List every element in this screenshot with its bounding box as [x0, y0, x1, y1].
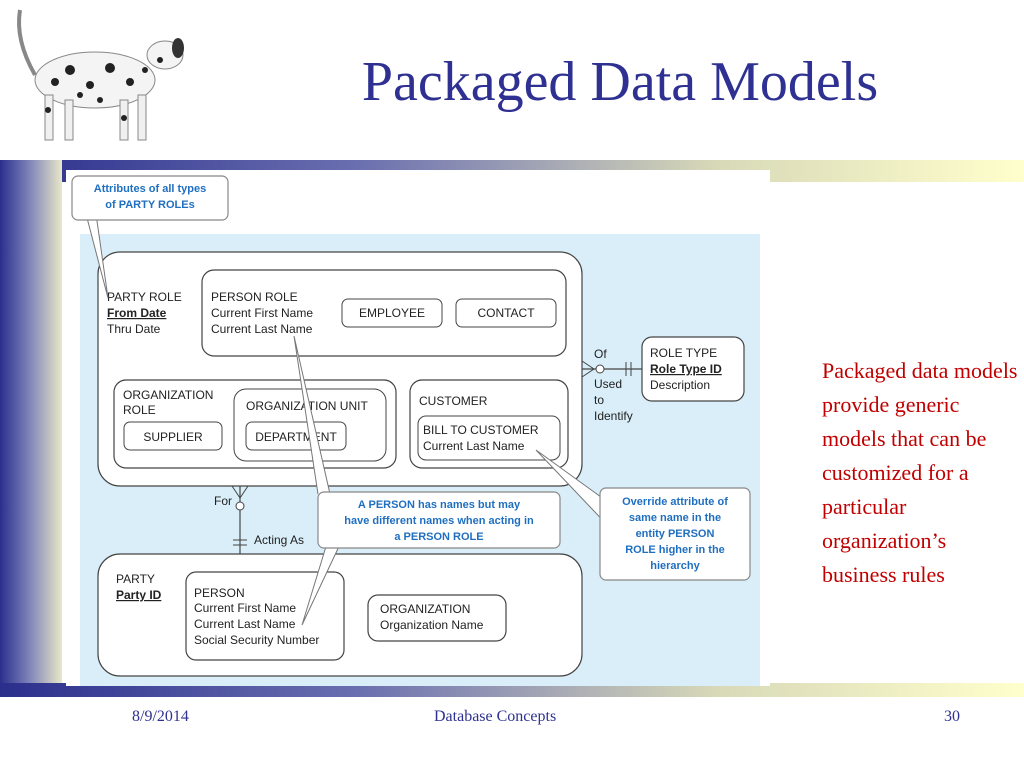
party-role-attr-thru-date: Thru Date [107, 322, 161, 336]
party-attr-id: Party ID [116, 588, 162, 602]
person-role-attr-last-name: Current Last Name [211, 322, 313, 336]
callout-party-role-line-1: Attributes of all types [94, 183, 206, 195]
organization-entity [367, 594, 507, 642]
callout-pointer-override [535, 449, 613, 531]
dalmatian-logo [17, 9, 184, 141]
person-attr-ssn: Social Security Number [194, 633, 319, 647]
optional-circle-party [235, 501, 245, 511]
callout-pointer-person-role [293, 335, 331, 495]
callout-pointer-person [301, 539, 343, 626]
organization-role-name-1: ORGANIZATION [123, 388, 213, 402]
callout-party-role-line-2: of PARTY ROLEs [105, 199, 194, 211]
party-role-attr-from-date: From Date [107, 306, 167, 320]
left-band [0, 160, 62, 697]
description-text: Packaged data models provide generic mod… [822, 358, 1018, 587]
callout-person-names-line-3: a PERSON ROLE [394, 531, 483, 543]
callout-override-line-1: Override attribute of [622, 496, 728, 508]
organization-role-name-2: ROLE [123, 403, 156, 417]
footer-title: Database Concepts [434, 708, 557, 725]
department-entity [245, 421, 347, 451]
crowsfoot-party [231, 485, 249, 499]
person-attr-last-name: Current Last Name [194, 617, 296, 631]
person-role-name: PERSON ROLE [211, 290, 298, 304]
callout-override-line-5: hierarchy [650, 560, 700, 572]
callout-pointer-party-role [85, 213, 109, 299]
rel-label-of: Of [594, 347, 607, 361]
employee-entity [341, 298, 443, 328]
supplier-entity [123, 421, 223, 451]
department-label: DEPARTMENT [255, 430, 337, 444]
party-name: PARTY [116, 572, 155, 586]
callout-override-line-2: same name in the [629, 512, 721, 524]
slide-title: Packaged Data Models [361, 51, 879, 113]
person-attr-first-name: Current First Name [194, 601, 296, 615]
callout-override-attribute [599, 487, 751, 581]
employee-label: EMPLOYEE [359, 306, 425, 320]
role-type-attr-description: Description [650, 378, 710, 392]
bill-to-customer-attr-last-name: Current Last Name [423, 439, 525, 453]
contact-label: CONTACT [477, 306, 535, 320]
rel-label-to: to [594, 393, 604, 407]
rel-label-for: For [214, 494, 232, 508]
rel-label-used: Used [594, 377, 622, 391]
callout-person-names [317, 491, 561, 549]
person-role-attr-first-name: Current First Name [211, 306, 313, 320]
bill-to-customer-name: BILL TO CUSTOMER [423, 423, 539, 437]
person-name: PERSON [194, 586, 245, 600]
callout-person-names-line-2: have different names when acting in [344, 515, 534, 527]
customer-name: CUSTOMER [419, 394, 488, 408]
role-type-attr-id: Role Type ID [650, 362, 722, 376]
person-entity [185, 571, 345, 661]
callout-override-line-3: entity PERSON [636, 528, 715, 540]
footer-band [0, 683, 1024, 697]
callout-override-line-4: ROLE higher in the [625, 544, 725, 556]
callout-party-role-attributes [71, 175, 229, 221]
rel-label-acting-as: Acting As [254, 533, 304, 547]
optional-circle-role-type [595, 364, 605, 374]
footer-page-number: 30 [944, 708, 960, 725]
contact-entity [455, 298, 557, 328]
callout-person-names-line-1: A PERSON has names but may [358, 499, 521, 511]
party-role-name: PARTY ROLE [107, 290, 182, 304]
footer-date: 8/9/2014 [132, 708, 189, 725]
bill-to-customer-entity [417, 415, 561, 461]
rel-label-identify: Identify [594, 409, 633, 423]
supplier-label: SUPPLIER [143, 430, 203, 444]
data-model-diagram: PARTY ROLE From Date Thru Date PERSON RO… [66, 170, 770, 686]
crowsfoot-role-type [581, 360, 595, 378]
organization-name: ORGANIZATION [380, 602, 470, 616]
role-type-name: ROLE TYPE [650, 346, 717, 360]
organization-attr-name: Organization Name [380, 618, 484, 632]
